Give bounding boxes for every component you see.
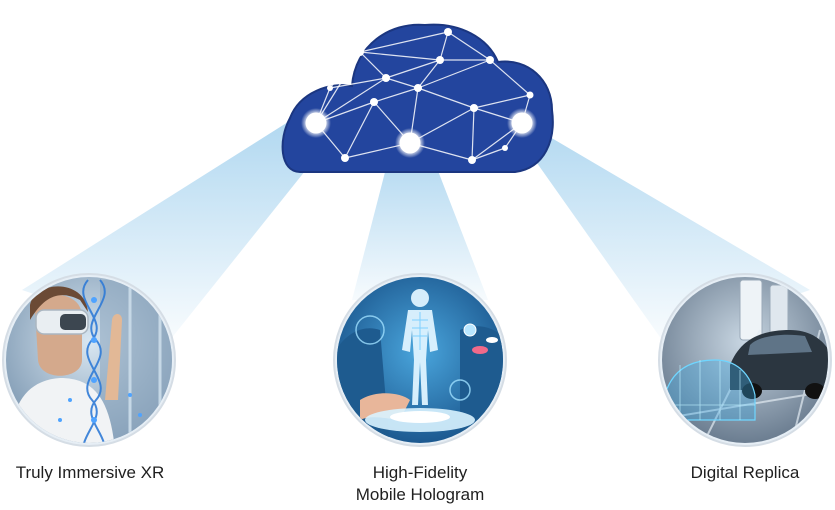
- beam-center: [352, 145, 488, 300]
- cloud-output-nodes: [301, 108, 537, 158]
- digital-car-photo: [658, 273, 832, 447]
- vr-headset-photo: [2, 273, 176, 447]
- network-cloud-icon: [281, 23, 554, 173]
- label-line: High-Fidelity: [372, 463, 468, 482]
- label-high-fidelity-mobile-hologram: High-Fidelity Mobile Hologram: [330, 462, 510, 506]
- hologram-body-photo: [333, 273, 507, 447]
- label-line: Digital Replica: [690, 463, 800, 482]
- label-digital-replica: Digital Replica: [655, 462, 835, 484]
- network-dots: [327, 28, 534, 164]
- label-truly-immersive-xr: Truly Immersive XR: [4, 462, 176, 484]
- label-line: Mobile Hologram: [355, 485, 485, 504]
- label-line: Truly Immersive XR: [15, 463, 165, 482]
